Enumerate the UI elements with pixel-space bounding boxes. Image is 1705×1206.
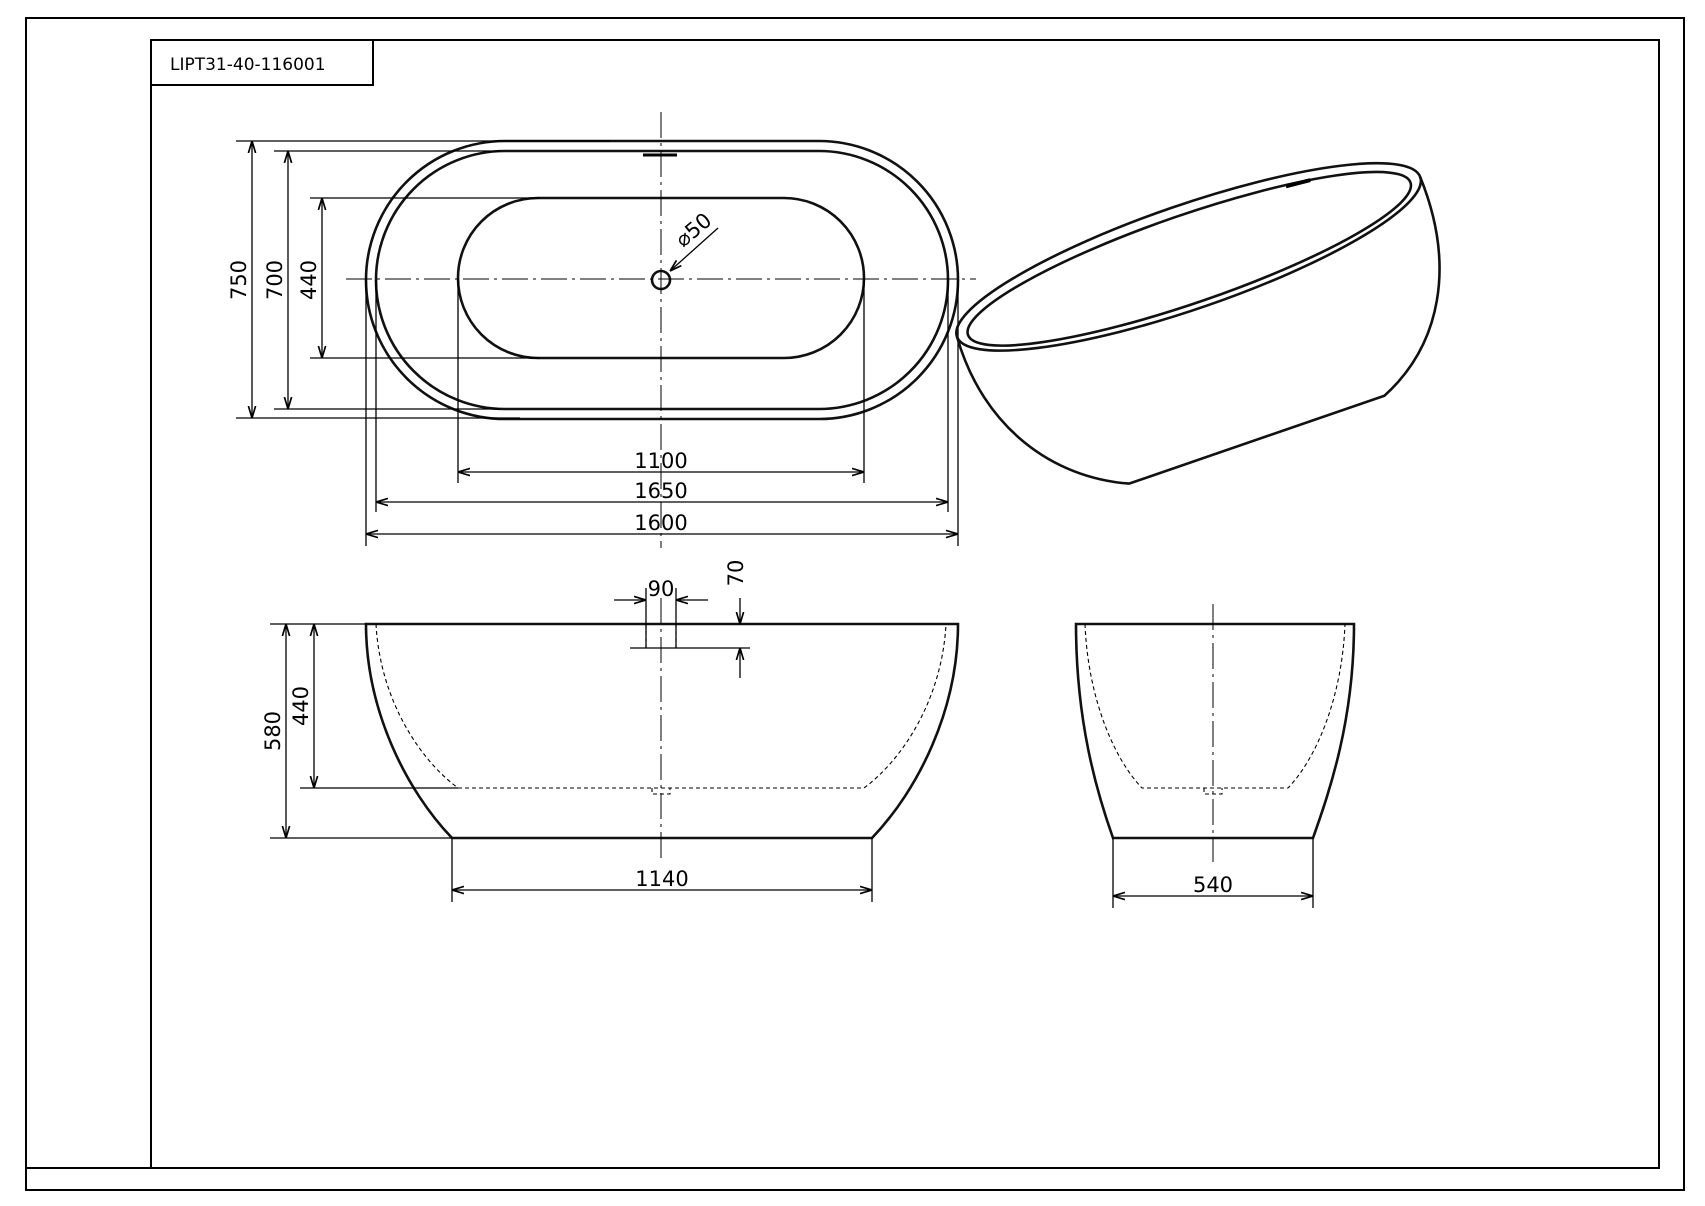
dim-rim-width-group: 700 bbox=[263, 150, 500, 410]
tub-outer-rim bbox=[364, 139, 960, 421]
dim-water-depth: 440 bbox=[289, 686, 313, 726]
dim-outer-length-group: 1650 bbox=[375, 280, 949, 512]
drawing-code: LIPT31-40-116001 bbox=[170, 55, 326, 75]
dim-overflow-depth: 70 bbox=[724, 560, 748, 587]
dim-height: 580 bbox=[261, 711, 285, 751]
dim-inner-width-group: 440 bbox=[297, 197, 540, 359]
dim-overflow-width-group: 90 bbox=[614, 577, 708, 648]
iso-overflow-mark bbox=[1285, 178, 1311, 189]
dim-height-group: 580 bbox=[261, 623, 452, 839]
dim-overflow-depth-group: 70 bbox=[630, 560, 750, 678]
dim-drain-diameter: ⌀50 bbox=[671, 208, 717, 252]
dim-overall-length-group: 1600 bbox=[365, 280, 959, 546]
dim-base-length-group: 1140 bbox=[451, 838, 873, 902]
dim-base-length: 1140 bbox=[635, 867, 688, 891]
dim-overall-width-group: 750 bbox=[227, 140, 610, 419]
iso-tub-body bbox=[955, 176, 1441, 485]
tub-rim-inner bbox=[374, 149, 950, 411]
side-tub-outline bbox=[1074, 622, 1356, 840]
dim-inner-width: 440 bbox=[297, 260, 321, 300]
iso-rim-inner bbox=[966, 170, 1413, 347]
dim-rim-width: 700 bbox=[263, 260, 287, 300]
dim-overall-width: 750 bbox=[227, 260, 251, 300]
dim-inner-length-group: 1100 bbox=[457, 280, 865, 483]
side-view: 540 bbox=[1074, 604, 1356, 908]
top-view: ⌀50 750 700 440 1100 bbox=[227, 112, 976, 548]
sheet-frame bbox=[25, 17, 1685, 1191]
dim-overflow-width: 90 bbox=[648, 577, 675, 601]
title-block: LIPT31-40-116001 bbox=[150, 39, 374, 86]
dim-overall-length: 1600 bbox=[634, 511, 687, 535]
drain-leader bbox=[670, 227, 719, 271]
iso-rim-outer bbox=[955, 161, 1423, 352]
front-view: 90 70 580 440 1140 bbox=[261, 560, 960, 902]
dim-inner-length: 1100 bbox=[634, 449, 687, 473]
dim-outer-length: 1650 bbox=[634, 479, 687, 503]
isometric-view bbox=[955, 161, 1441, 485]
side-tub-inner-hidden bbox=[1084, 623, 1346, 789]
front-tub-outline bbox=[364, 622, 960, 840]
front-tub-inner-hidden bbox=[375, 623, 947, 789]
dim-water-depth-group: 440 bbox=[289, 624, 458, 789]
dim-base-width-group: 540 bbox=[1112, 838, 1314, 908]
dim-base-width: 540 bbox=[1193, 873, 1233, 897]
